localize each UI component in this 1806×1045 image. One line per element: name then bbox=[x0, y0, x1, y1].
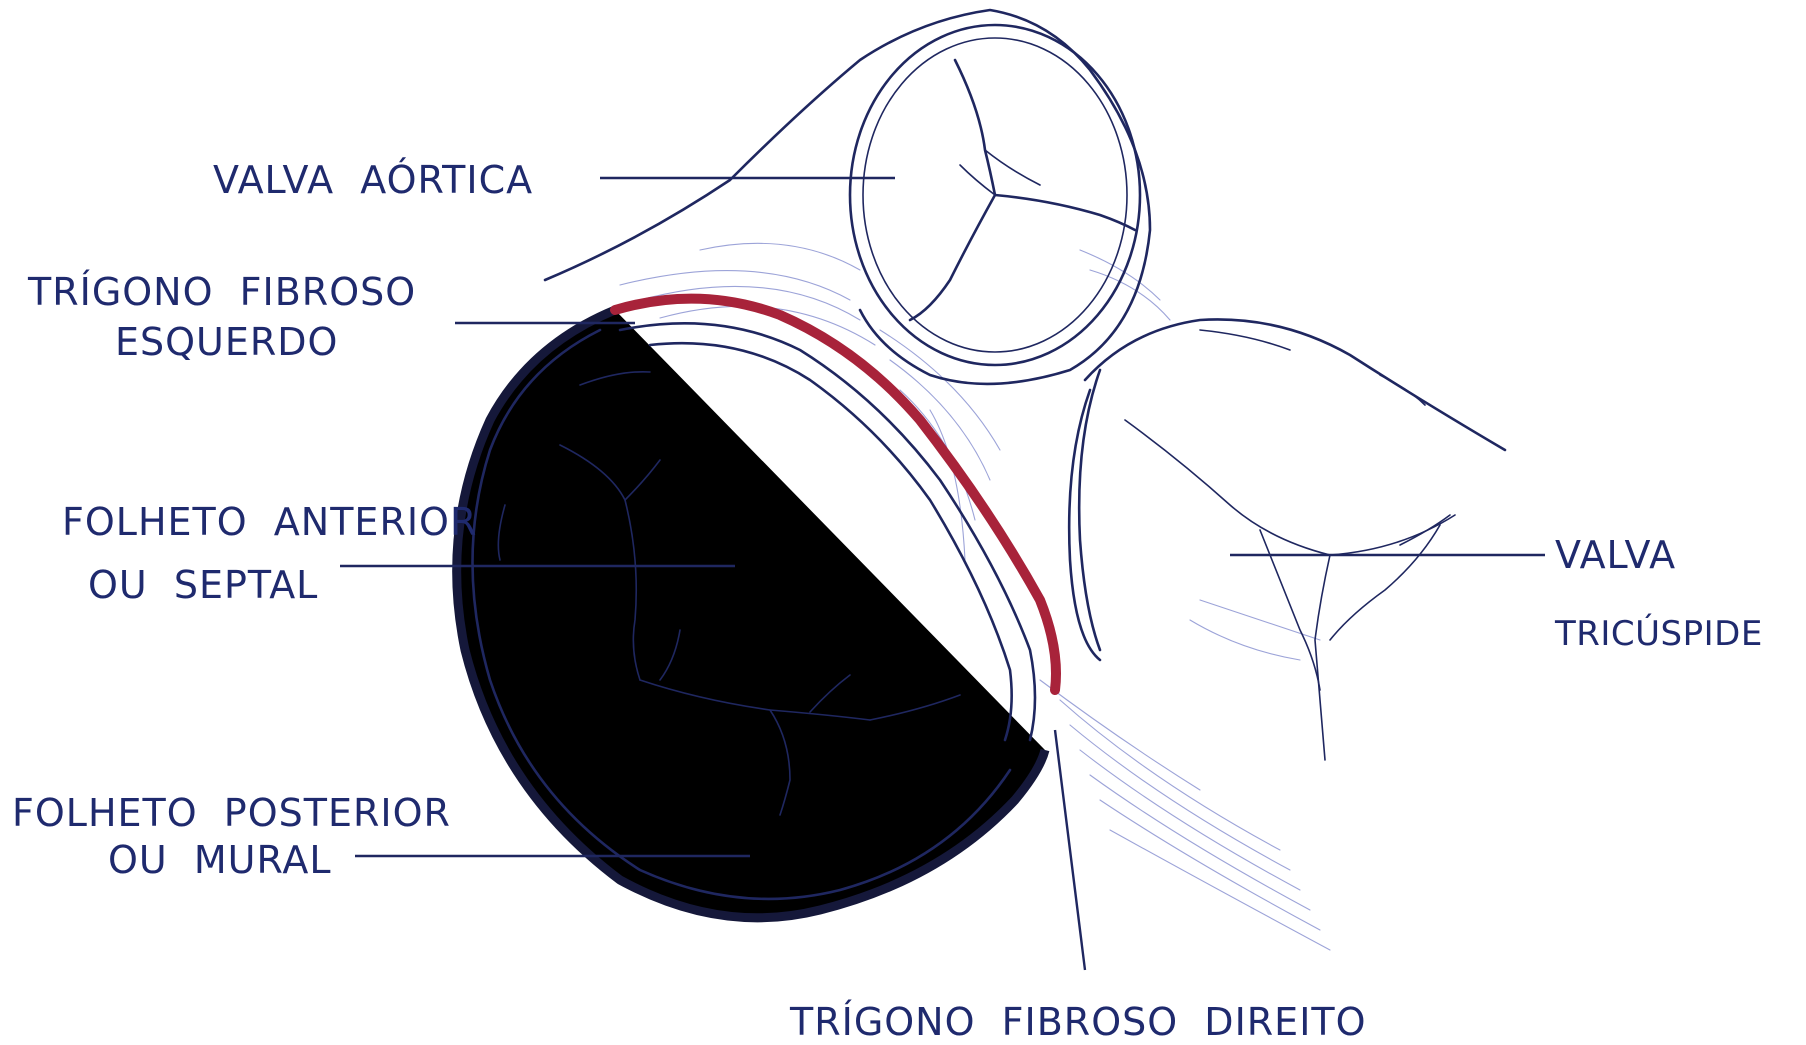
label-folheto-posterior-line1: FOLHETO POSTERIOR bbox=[12, 791, 451, 835]
label-trigono-esquerdo-line1: TRÍGONO FIBROSO bbox=[27, 270, 416, 314]
label-valva-tricuspide-line1: VALVA bbox=[1555, 533, 1676, 577]
label-trigono-direito: TRÍGONO FIBROSO DIREITO bbox=[789, 1000, 1367, 1044]
tricuspid-closure-line-1 bbox=[1125, 420, 1455, 555]
aortic-commissure-1 bbox=[955, 60, 995, 195]
label-folheto-anterior-line1: FOLHETO ANTERIOR bbox=[62, 500, 477, 544]
label-trigono-esquerdo-line2: ESQUERDO bbox=[115, 320, 338, 364]
label-folheto-posterior-line2: OU MURAL bbox=[108, 838, 332, 882]
aortic-commissure-2 bbox=[910, 195, 995, 320]
aortic-commissure-3 bbox=[995, 195, 1135, 230]
mitral-annulus-posterior bbox=[457, 310, 1045, 918]
tricuspid-valve bbox=[1069, 319, 1505, 760]
label-valva-tricuspide-line2: TRICÚSPIDE bbox=[1554, 613, 1763, 654]
tricuspid-closure-line-2 bbox=[1315, 555, 1330, 760]
tricuspid-outer-wall-1 bbox=[1085, 319, 1505, 450]
leader-trigono-direito bbox=[1055, 730, 1085, 970]
mitral-valve bbox=[457, 299, 1056, 918]
label-valva-aortica: VALVA AÓRTICA bbox=[213, 158, 533, 202]
label-folheto-anterior-line2: OU SEPTAL bbox=[88, 563, 318, 607]
